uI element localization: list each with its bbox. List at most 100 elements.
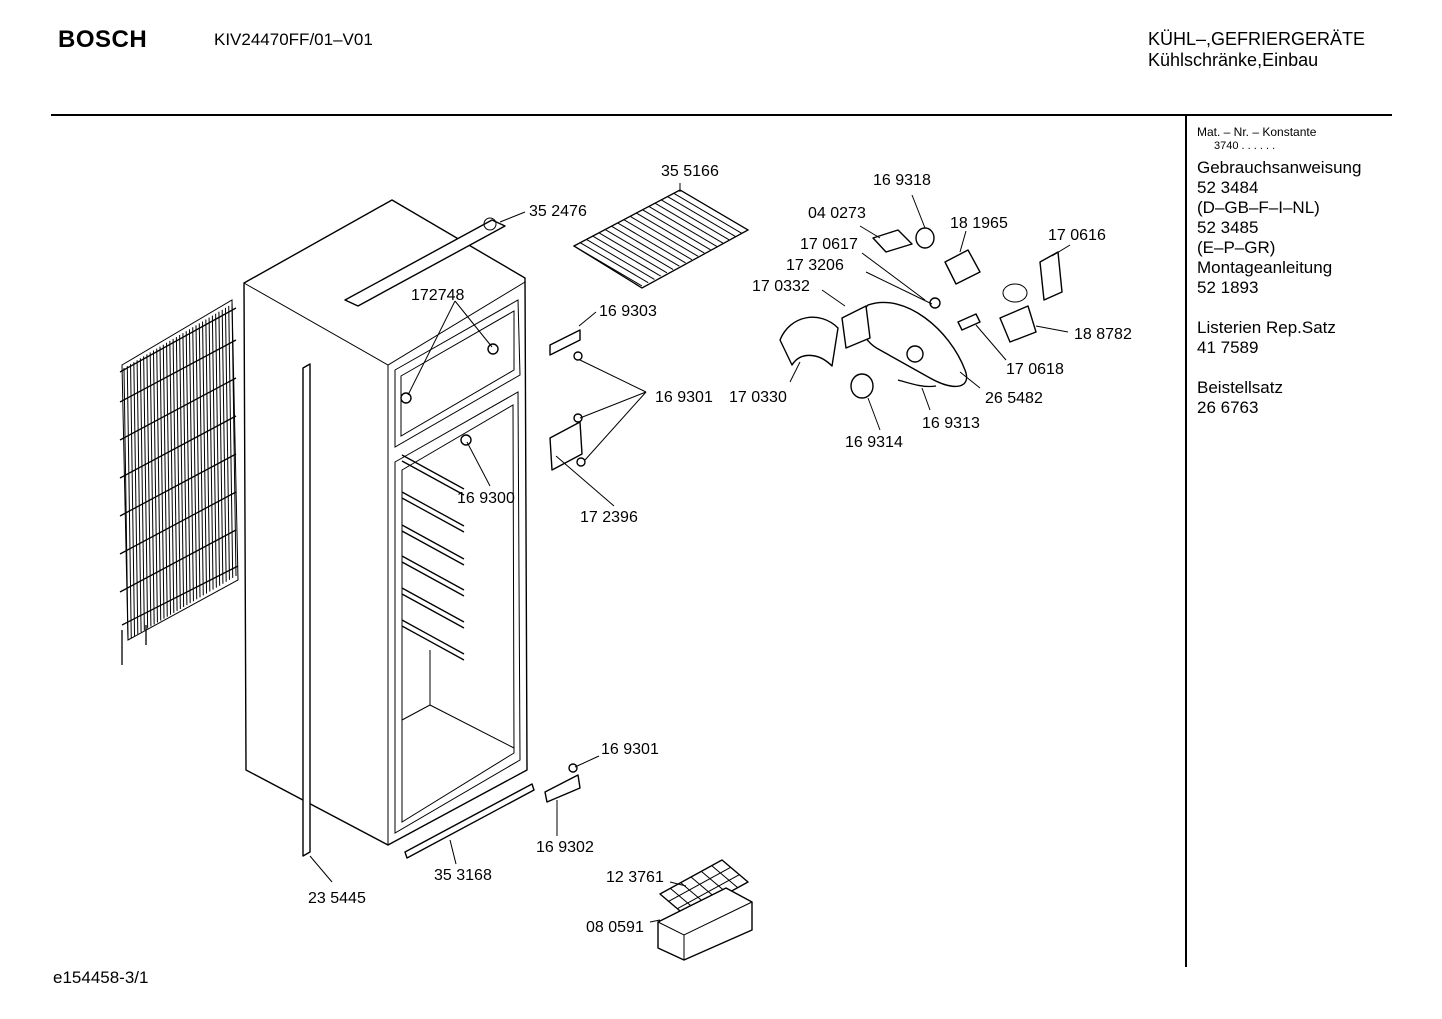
manual-number-2: 52 3485 <box>1197 218 1259 237</box>
part-label-080591: 08 0591 <box>586 919 644 936</box>
part-label-172748: 172748 <box>411 287 464 304</box>
drawing-stroke <box>668 866 731 902</box>
repair-kit-number: 41 7589 <box>1197 338 1259 357</box>
condenser-coil <box>119 299 239 665</box>
drawing-stroke <box>192 327 198 600</box>
category-heading: KÜHL–,GEFRIERGERÄTE Kühlschränke,Einbau <box>1148 29 1365 71</box>
category-line-2: Kühlschränke,Einbau <box>1148 50 1319 70</box>
part-label-188782: 18 8782 <box>1074 326 1132 343</box>
part-label-235445: 23 5445 <box>308 890 366 907</box>
drawing-stroke <box>175 336 181 609</box>
part-label-169300: 16 9300 <box>457 490 515 507</box>
part-label-170616: 17 0616 <box>1048 227 1106 244</box>
header-divider <box>51 114 1392 116</box>
drawing-stroke <box>123 367 129 641</box>
drawing-stroke <box>673 192 743 234</box>
part-label-355166: 35 5166 <box>661 163 719 180</box>
manual-languages-2: (E–P–GR) <box>1197 238 1276 257</box>
drawing-stroke <box>179 335 185 608</box>
drawing-stroke <box>679 189 749 231</box>
drawing-stroke <box>401 491 465 527</box>
mat-number-label: Mat. – Nr. – Konstante <box>1197 125 1317 139</box>
part-label-170618: 17 0618 <box>1006 361 1064 378</box>
drawing-stroke <box>401 530 465 566</box>
part-label-352476: 35 2476 <box>529 203 587 220</box>
exploded-parts-diagram: 35 5166 35 2476 172748 16 9303 16 9301 1… <box>119 163 1132 961</box>
drawing-stroke <box>130 364 136 637</box>
drawing-stroke <box>604 229 674 270</box>
drawing-stroke <box>401 460 465 496</box>
drawing-stroke <box>677 874 740 910</box>
drawing-stroke <box>224 307 230 580</box>
drawing-stroke <box>152 350 158 623</box>
drawing-stroke <box>133 362 139 635</box>
drawing-stroke <box>162 344 168 617</box>
drawing-stroke <box>629 215 699 257</box>
part-label-169302: 16 9302 <box>536 839 594 856</box>
drawing-stroke <box>401 625 465 661</box>
drawing-stroke <box>636 212 705 254</box>
drawing-stroke <box>172 338 178 611</box>
drawing-stroke <box>611 225 680 267</box>
drawing-stroke <box>169 340 175 613</box>
part-label-123761: 12 3761 <box>606 869 664 886</box>
drawing-stroke <box>182 333 188 606</box>
part-label-172396: 17 2396 <box>580 509 638 526</box>
drawing-stroke <box>139 358 145 631</box>
drawing-stroke <box>215 313 221 586</box>
drawing-stroke <box>195 325 201 598</box>
hinge-middle <box>549 413 586 471</box>
drawing-stroke <box>401 524 465 560</box>
hinge-upper <box>549 329 583 361</box>
mounting-title: Montageanleitung <box>1197 258 1333 277</box>
drawing-stroke <box>661 199 730 241</box>
drawing-stroke <box>166 342 172 615</box>
drawing-stroke <box>401 587 465 623</box>
thermostat-knob <box>850 373 874 399</box>
lamp-socket-ring <box>915 227 935 249</box>
drawing-stroke <box>667 196 736 238</box>
lamp-bulb <box>872 229 913 253</box>
drawing-stroke <box>146 354 152 627</box>
ice-box <box>657 887 753 961</box>
brand-logo: BOSCH <box>58 26 148 53</box>
drawing-stroke <box>126 366 132 639</box>
drawing-stroke <box>623 219 693 261</box>
drawing-stroke <box>401 454 465 490</box>
hinge-lower <box>544 763 581 803</box>
drawing-stroke <box>188 329 194 602</box>
part-label-170617: 17 0617 <box>800 236 858 253</box>
drawing-stroke <box>711 865 738 889</box>
part-label-169301-lower: 16 9301 <box>601 741 659 758</box>
drawing-stroke <box>221 309 227 582</box>
lamp-socket <box>944 249 981 285</box>
capillary-tube <box>897 379 937 388</box>
refrigerator-cabinet <box>243 199 535 859</box>
accessory-kit-title: Beistellsatz <box>1197 378 1283 397</box>
drawing-stroke <box>573 245 643 287</box>
part-label-170332: 17 0332 <box>752 278 810 295</box>
switch-bracket <box>1039 251 1063 301</box>
sidebar-divider <box>1185 116 1187 967</box>
drawing-stroke <box>149 352 155 625</box>
drawing-stroke <box>579 242 649 284</box>
model-number: KIV24470FF/01–V01 <box>214 30 373 49</box>
drawing-stroke <box>198 323 204 596</box>
part-label-040273: 04 0273 <box>808 205 866 222</box>
leader-lines <box>309 183 1071 923</box>
cable-loop <box>1002 283 1028 303</box>
repair-kit-title: Listerien Rep.Satz <box>1197 318 1336 337</box>
part-label-170330: 17 0330 <box>729 389 787 406</box>
parts-info-panel: Mat. – Nr. – Konstante 3740 . . . . . . … <box>1197 124 1361 418</box>
drawing-stroke <box>642 209 711 251</box>
thermostat-cover <box>779 316 839 367</box>
part-label-353168: 35 3168 <box>434 867 492 884</box>
part-label-265482: 26 5482 <box>985 390 1043 407</box>
drawing-stroke <box>156 348 162 621</box>
drawing-stroke <box>592 235 661 277</box>
drawing-stroke <box>136 360 142 633</box>
drawing-stroke <box>648 206 718 247</box>
drawing-stroke <box>401 561 465 597</box>
manual-number-1: 52 3484 <box>1197 178 1259 197</box>
drawing-stroke <box>401 593 465 629</box>
